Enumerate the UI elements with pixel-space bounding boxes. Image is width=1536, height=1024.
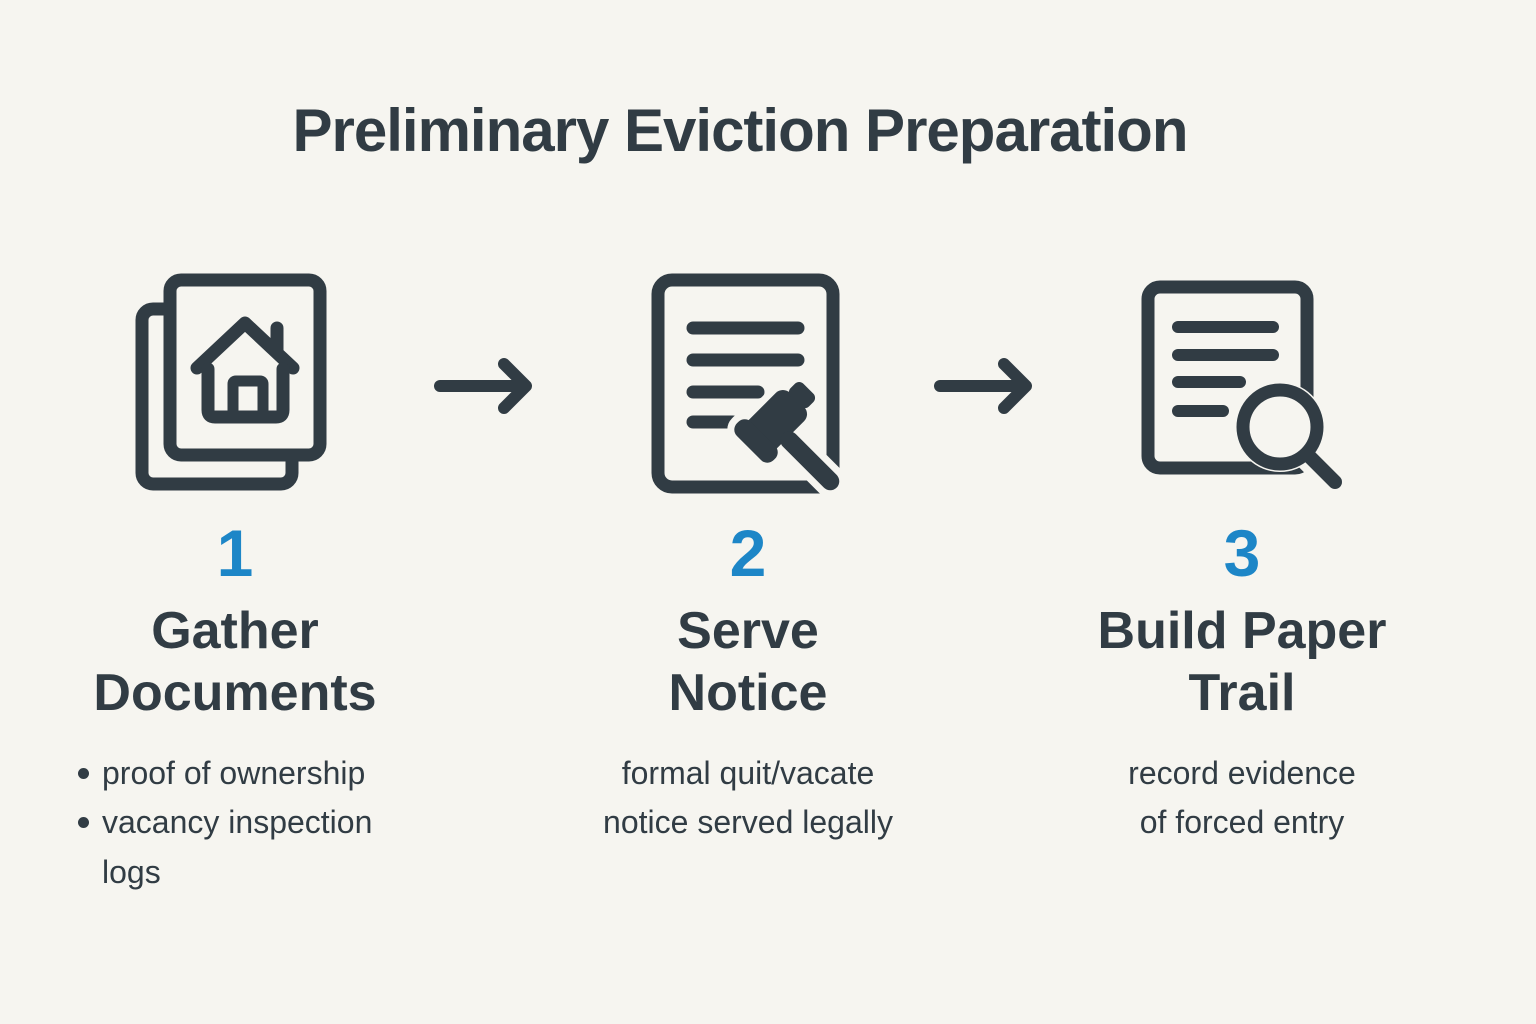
step-number: 2 — [729, 516, 767, 590]
bullet-item: proof of ownership — [76, 749, 402, 799]
document-gavel-icon — [633, 272, 863, 502]
step-column-1: 1 Gather Documents proof of ownership va… — [20, 272, 450, 898]
bullet-item: vacancy inspection logs — [76, 798, 402, 897]
step-column-3: 3 Build Paper Trail record evidence of f… — [1027, 272, 1457, 848]
step-bullets: proof of ownership vacancy inspection lo… — [76, 749, 450, 898]
step-description: record evidence of forced entry — [1128, 754, 1356, 841]
right-arrow-icon — [434, 356, 534, 416]
step-description: formal quit/vacate notice served legally — [603, 754, 893, 841]
step-title: Build Paper Trail — [1097, 602, 1387, 723]
step-column-2: 2 Serve Notice formal quit/vacate notice… — [533, 272, 963, 848]
document-magnifier-icon — [1127, 272, 1357, 502]
page-title: Preliminary Eviction Preparation — [292, 97, 1189, 164]
step-title: Gather Documents — [93, 602, 377, 723]
right-arrow-icon — [934, 356, 1034, 416]
step-title: Serve Notice — [668, 602, 828, 723]
documents-house-icon — [120, 272, 350, 502]
step-number: 3 — [1223, 516, 1261, 590]
step-number: 1 — [216, 516, 254, 590]
